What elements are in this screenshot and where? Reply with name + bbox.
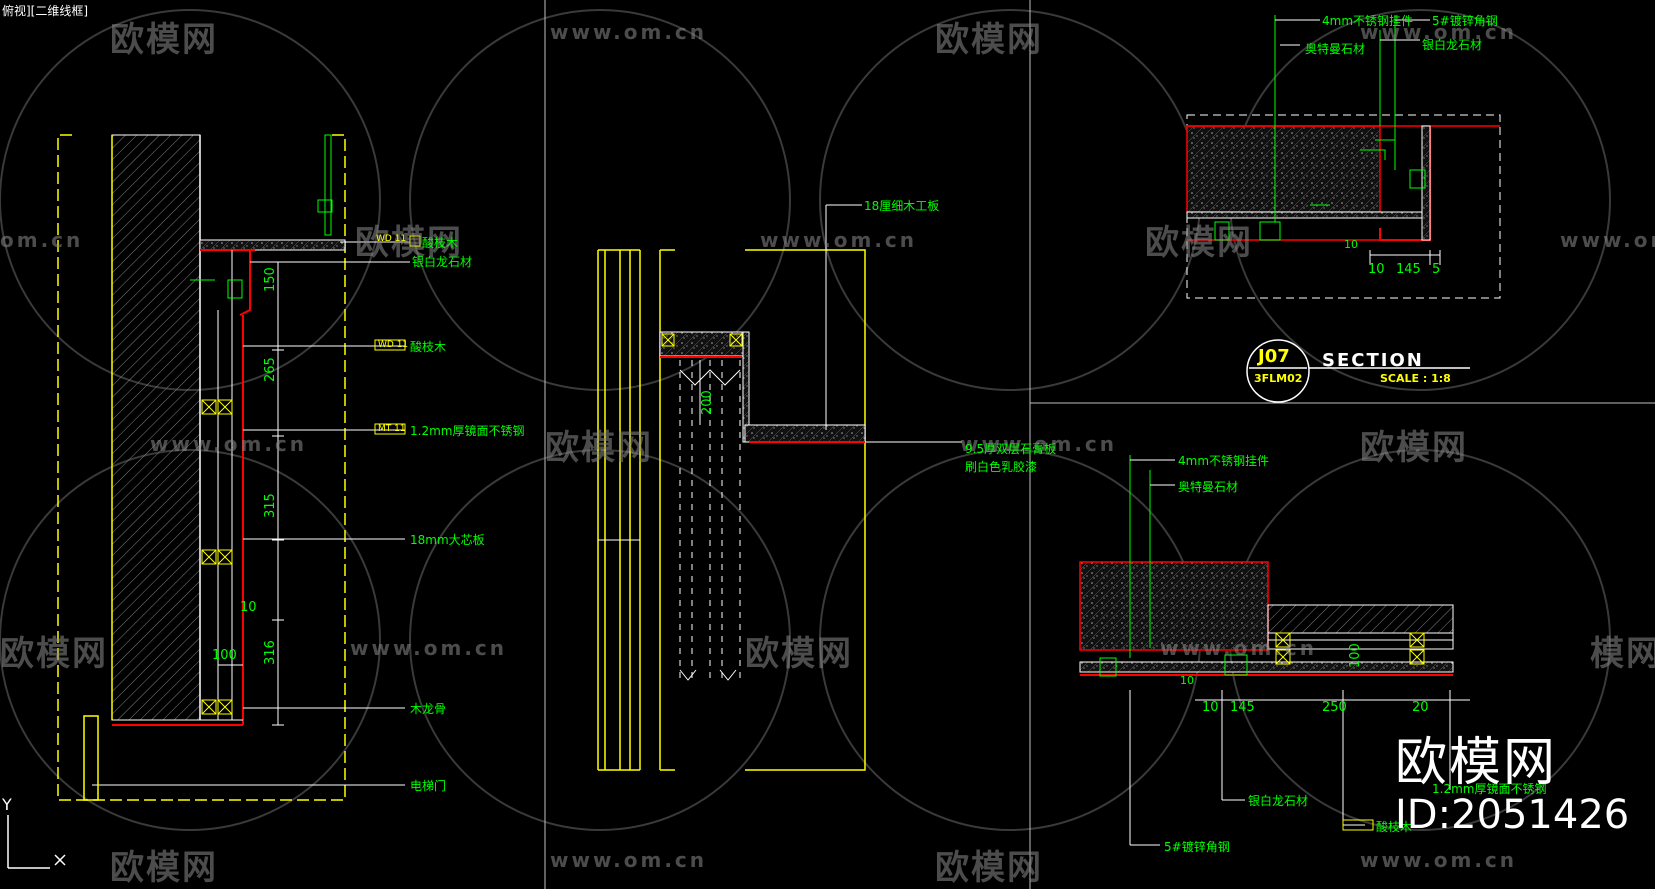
section-title: SECTION — [1322, 350, 1424, 371]
dimension-145: 145 — [1230, 700, 1255, 715]
callout-angle-steel: 5#镀锌角钢 — [1164, 840, 1230, 854]
dimension-145: 145 — [1396, 262, 1421, 277]
middle-section-drawing — [597, 204, 962, 771]
material-tag: MT 11 — [378, 424, 406, 434]
callout-veneer: 酸枝木 — [1376, 820, 1413, 834]
dimension-100: 100 — [1348, 643, 1363, 668]
dimension-20: 20 — [1412, 700, 1429, 715]
callout-gypsum-board: 9.5厚双层石膏板 — [965, 442, 1057, 456]
dimension-100: 100 — [212, 648, 237, 663]
ucs-y-label: Y — [2, 795, 12, 814]
section-id: J07 — [1258, 346, 1290, 367]
callout-silver-dragon-stone: 银白龙石材 — [1422, 38, 1483, 52]
callout-wood-keel: 木龙骨 — [410, 702, 447, 716]
left-section-drawing — [57, 134, 421, 801]
dimension-10: 10 — [240, 600, 257, 615]
right-bottom-section-drawing — [1079, 455, 1470, 846]
dimension-250: 250 — [1322, 700, 1347, 715]
dimension-10b: 10 — [1344, 238, 1358, 251]
dimension-10b: 10 — [1180, 674, 1194, 687]
callout-angle-steel: 5#镀锌角钢 — [1432, 14, 1498, 28]
callout-steel-hanger: 4mm不锈钢挂件 — [1178, 454, 1270, 468]
dimension-265: 265 — [263, 357, 278, 382]
callout-aotman-stone: 奥特曼石材 — [1305, 42, 1366, 56]
overlay-brand: 欧模网 — [1395, 733, 1558, 793]
dimension-316: 316 — [263, 640, 278, 665]
callout-veneer-top: 酸枝木 — [422, 236, 459, 250]
viewport-dividers — [544, 0, 1655, 889]
callout-aotman-stone: 奥特曼石材 — [1178, 480, 1239, 494]
ucs-icon — [7, 815, 66, 869]
section-scale: SCALE : 1:8 — [1380, 372, 1451, 385]
dimension-150: 150 — [263, 267, 278, 292]
callout-stainless-steel: 1.2mm厚镜面不锈钢 — [410, 424, 525, 438]
callout-veneer: 酸枝木 — [410, 340, 447, 354]
dimension-200: 200 — [700, 390, 715, 415]
dimension-10: 10 — [1368, 262, 1385, 277]
callout-silver-dragon-stone: 银白龙石材 — [412, 255, 473, 269]
callout-silver-dragon-stone: 银白龙石材 — [1248, 794, 1309, 808]
dimension-5: 5 — [1432, 262, 1441, 277]
overlay-id: ID:2051426 — [1395, 792, 1630, 838]
viewport-label[interactable]: 俯视][二维线框] — [2, 4, 89, 18]
callout-stainless-steel: 1.2mm厚镜面不锈钢 — [1432, 782, 1547, 796]
callout-elevator-door: 电梯门 — [410, 779, 447, 793]
callout-plywood: 18厘细木工板 — [864, 199, 940, 213]
material-tag: WD 11 — [376, 234, 407, 244]
material-tag: WD 11 — [378, 340, 409, 350]
right-top-section-drawing — [1186, 15, 1501, 403]
callout-core-board: 18mm大芯板 — [410, 533, 485, 547]
callout-steel-hanger: 4mm不锈钢挂件 — [1322, 14, 1414, 28]
dimension-315: 315 — [263, 493, 278, 518]
callout-latex-paint: 刷白色乳胶漆 — [965, 460, 1038, 474]
dimension-10: 10 — [1202, 700, 1219, 715]
section-ref: 3FLM02 — [1254, 372, 1303, 385]
